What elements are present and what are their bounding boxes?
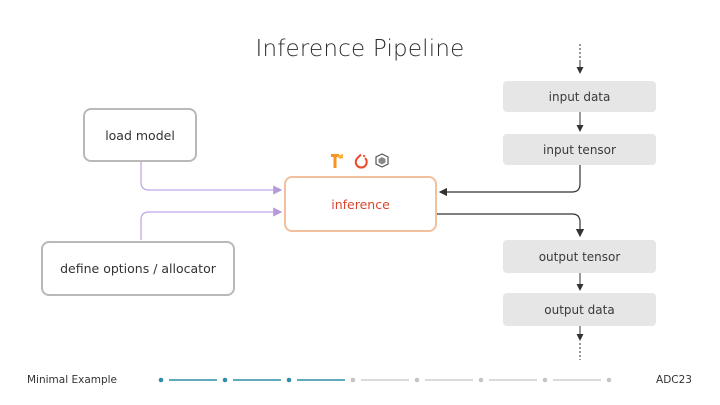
output-tensor-label: output tensor [538,249,621,264]
onnx-icon [375,153,389,168]
connector-define-options [140,207,283,240]
progress-dot [414,377,420,383]
input-data-label: input data [548,89,611,104]
progress-dot [478,377,484,383]
progress-dot [350,377,356,383]
output-data-node: output data [503,293,656,326]
load-model-node: load model [83,108,197,162]
define-options-node: define options / allocator [41,241,235,296]
framework-icons [331,153,389,169]
progress-dot [158,377,164,383]
define-options-label: define options / allocator [60,261,216,276]
input-tensor-label: input tensor [543,142,616,157]
progress-dot [222,377,228,383]
input-tensor-node: input tensor [503,134,656,165]
output-tensor-node: output tensor [503,240,656,273]
input-data-node: input data [503,81,656,112]
pytorch-icon [354,153,368,169]
progress-dot [542,377,548,383]
connector-input-tensor [438,165,581,197]
tensorflow-icon [331,154,343,168]
footer-event-label: ADC23 [656,374,692,386]
connector-load-model [140,162,283,195]
load-model-label: load model [105,127,175,143]
output-data-label: output data [544,302,615,317]
slide-title: Inference Pipeline [255,36,465,62]
progress-dot [606,377,612,383]
inference-node: inference [284,176,437,232]
connector-inference-out [437,213,585,238]
inference-label: inference [331,196,390,212]
footer-section-label: Minimal Example [27,374,118,386]
progress-dot [286,377,292,383]
